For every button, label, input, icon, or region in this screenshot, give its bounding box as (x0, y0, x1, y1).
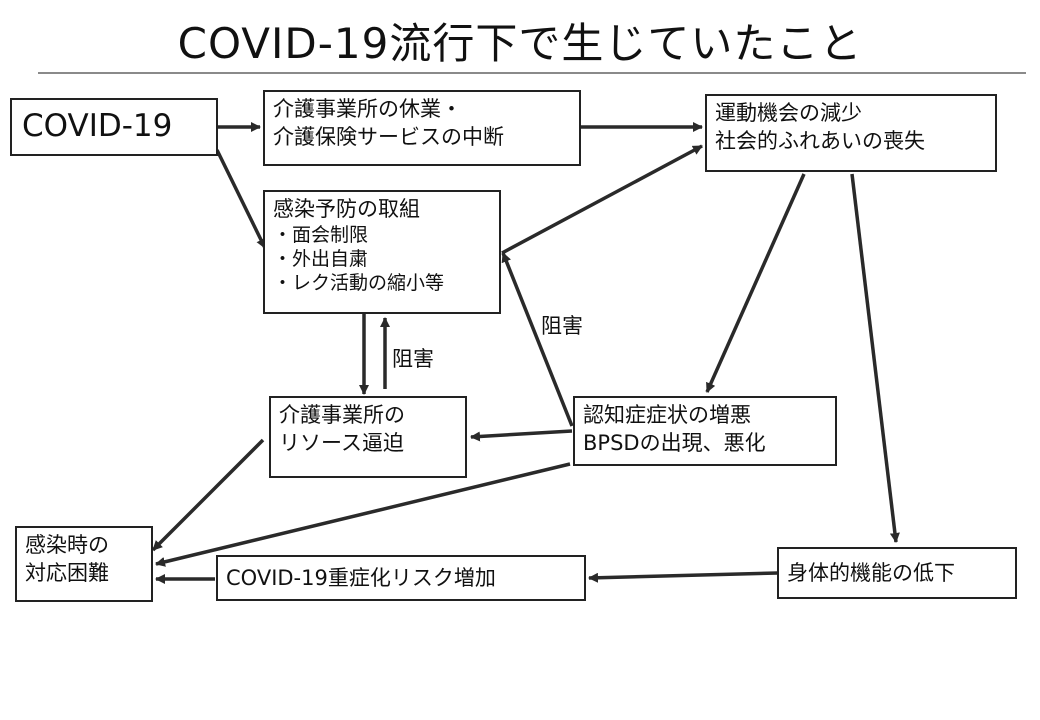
node-severity-label: COVID-19重症化リスク増加 (226, 566, 496, 590)
arrow-exercise-to-dementia (705, 173, 806, 393)
arrow-physical-to-severity (588, 571, 779, 583)
node-prevention-heading: 感染予防の取組 (273, 197, 420, 221)
page-title: COVID-19流行下で生じていたこと (177, 19, 863, 68)
node-resources-line-2: リソース逼迫 (279, 431, 404, 455)
node-resource-strain: 介護事業所の リソース逼迫 (269, 396, 467, 478)
node-exercise-line-1: 運動機会の減少 (715, 101, 862, 125)
node-prevention-item-3: ・レク活動の縮小等 (273, 272, 445, 294)
node-infection-line-1: 感染時の (25, 533, 109, 557)
hinder-label-resources: 阻害 (392, 347, 434, 371)
node-severity-risk: COVID-19重症化リスク増加 (216, 555, 586, 601)
node-resources-line-1: 介護事業所の (279, 403, 405, 427)
arrow-dementia-to-infection (155, 462, 571, 567)
arrow-resources-to-infection (151, 438, 265, 552)
node-covid-label: COVID-19 (22, 108, 173, 144)
node-suspension-line-1: 介護事業所の休業・ (273, 97, 462, 121)
node-prevention-item-1: ・面会制限 (273, 224, 369, 246)
arrow-prevention-to-exercise (501, 144, 703, 255)
node-suspension-line-2: 介護保険サービスの中断 (273, 125, 504, 149)
arrow-covid-to-prevention (215, 149, 267, 249)
node-infection-difficulty: 感染時の 対応困難 (15, 526, 153, 602)
node-physical-decline: 身体的機能の低下 (777, 547, 1017, 599)
hinder-label-dementia: 阻害 (541, 314, 583, 338)
node-prevention-item-2: ・外出自粛 (273, 248, 369, 270)
node-infection-line-2: 対応困難 (25, 561, 109, 585)
node-dementia-worsening: 認知症症状の増悪 BPSDの出現、悪化 (573, 396, 837, 466)
arrow-dementia-to-prevention (501, 252, 574, 427)
node-exercise-loss: 運動機会の減少 社会的ふれあいの喪失 (705, 94, 997, 172)
node-dementia-line-1: 認知症症状の増悪 (583, 403, 751, 427)
arrow-dementia-to-resources (470, 429, 573, 442)
node-infection-prevention: 感染予防の取組 ・面会制限 ・外出自粛 ・レク活動の縮小等 (263, 190, 501, 314)
node-dementia-line-2: BPSDの出現、悪化 (583, 431, 766, 455)
arrow-exercise-to-physical (850, 173, 900, 543)
node-covid: COVID-19 (10, 98, 218, 156)
node-service-suspension: 介護事業所の休業・ 介護保険サービスの中断 (263, 90, 581, 166)
node-physical-label: 身体的機能の低下 (787, 561, 955, 585)
title-divider (38, 72, 1026, 74)
node-exercise-line-2: 社会的ふれあいの喪失 (715, 129, 925, 153)
